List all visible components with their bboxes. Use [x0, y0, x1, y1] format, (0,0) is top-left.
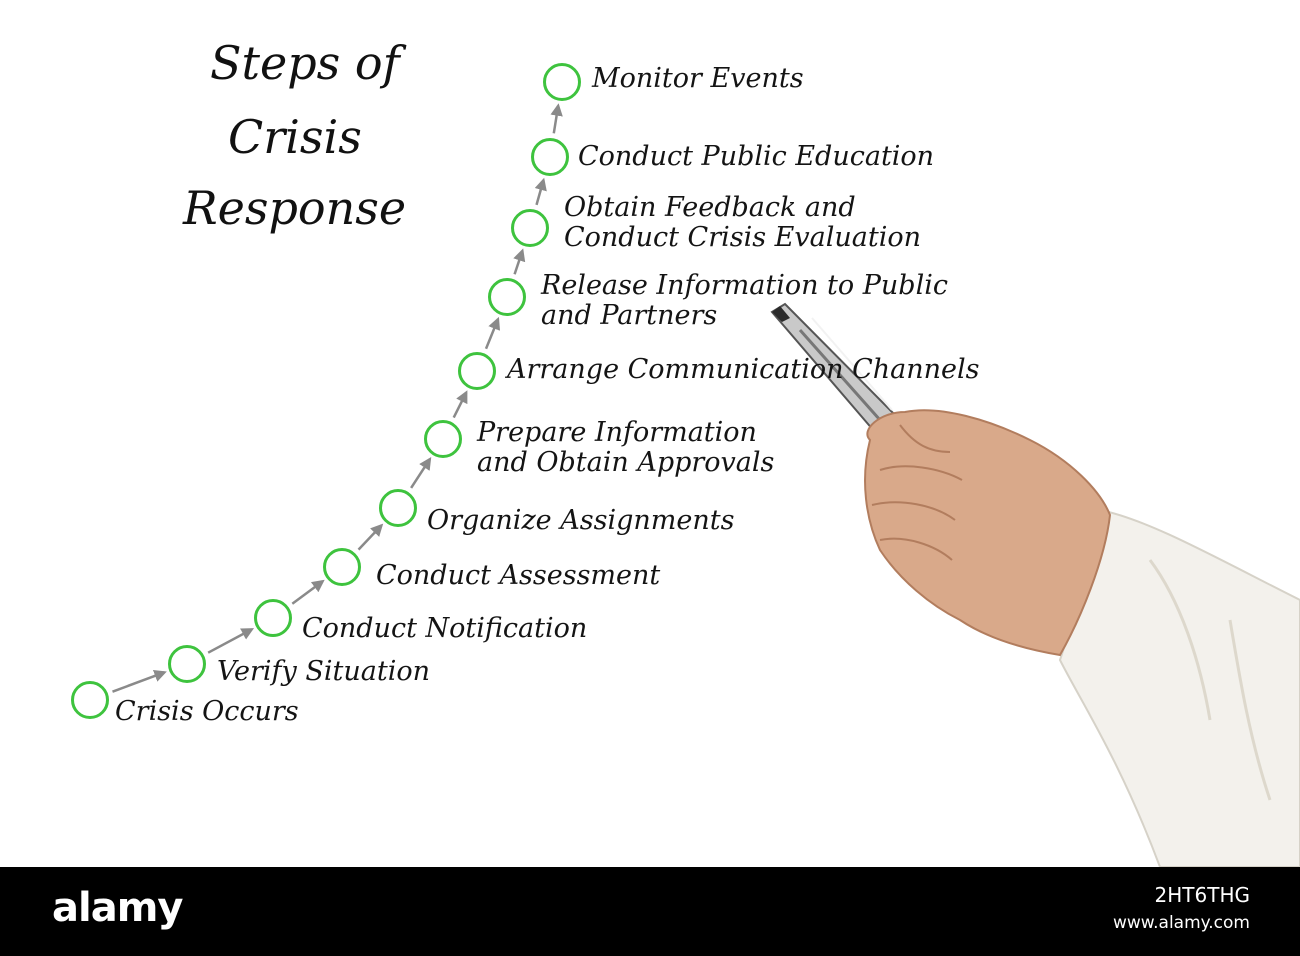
image-id: 2HT6THG: [1154, 883, 1250, 907]
step-node-10: [531, 138, 569, 176]
title-line-1: Steps of: [210, 36, 400, 90]
step-node-2: [168, 645, 206, 683]
step-label-line: Obtain Feedback and: [564, 192, 856, 223]
step-arrow-4: [357, 523, 384, 551]
step-label-line: Verify Situation: [217, 656, 430, 687]
step-node-5: [379, 489, 417, 527]
step-label-line: Conduct Public Education: [578, 141, 935, 172]
step-label-line: Conduct Notification: [302, 613, 588, 644]
step-node-1: [71, 681, 109, 719]
step-label-1: Crisis Occurs: [115, 697, 299, 727]
step-label-11: Monitor Events: [592, 64, 804, 94]
step-label-line: Conduct Assessment: [376, 560, 661, 591]
site-url: www.alamy.com: [1112, 913, 1250, 933]
hand: [864, 409, 1112, 657]
step-label-line: and Partners: [541, 300, 718, 331]
step-node-6: [424, 420, 462, 458]
step-label-line: Arrange Communication Channels: [507, 354, 980, 385]
step-arrow-3: [291, 579, 325, 605]
step-arrow-8: [513, 248, 526, 275]
step-label-2: Verify Situation: [217, 657, 430, 687]
step-label-4: Conduct Assessment: [376, 561, 660, 591]
step-arrow-9: [534, 177, 547, 206]
step-label-line: Crisis Occurs: [115, 696, 299, 727]
step-label-line: Organize Assignments: [427, 505, 735, 536]
step-arrow-1: [112, 669, 167, 693]
step-label-7: Arrange Communication Channels: [507, 355, 980, 385]
step-node-11: [543, 63, 581, 101]
step-node-3: [254, 599, 292, 637]
diagram-canvas: Steps of Crisis Response Crisis Occurs Ve…: [71, 36, 1300, 867]
brand-logo: alamy: [52, 885, 183, 931]
step-node-9: [511, 209, 549, 247]
step-arrow-10: [550, 103, 563, 134]
step-label-line: and Obtain Approvals: [477, 447, 775, 478]
stock-info: 2HT6THG www.alamy.com: [1113, 881, 1250, 937]
step-arrows: [112, 103, 563, 693]
step-label-5: Organize Assignments: [427, 506, 734, 536]
step-label-3: Conduct Notification: [302, 614, 587, 644]
title-line-3: Response: [183, 181, 407, 235]
step-arrow-2: [207, 628, 255, 654]
step-node-7: [458, 352, 496, 390]
step-label-line: Prepare Information: [477, 417, 757, 448]
step-arrow-6: [452, 390, 468, 419]
step-label-10: Conduct Public Education: [578, 142, 934, 172]
step-arrow-7: [484, 316, 501, 350]
step-label-line: Monitor Events: [592, 63, 804, 94]
step-label-line: Release Information to Public: [541, 270, 948, 301]
step-label-line: Conduct Crisis Evaluation: [564, 222, 921, 253]
hand-with-pen-illustration: [770, 302, 1300, 867]
step-arrow-5: [410, 457, 432, 489]
stock-footer: alamy 2HT6THG www.alamy.com: [0, 867, 1300, 956]
title-line-2: Crisis: [228, 110, 362, 164]
step-node-8: [488, 278, 526, 316]
step-node-4: [323, 548, 361, 586]
